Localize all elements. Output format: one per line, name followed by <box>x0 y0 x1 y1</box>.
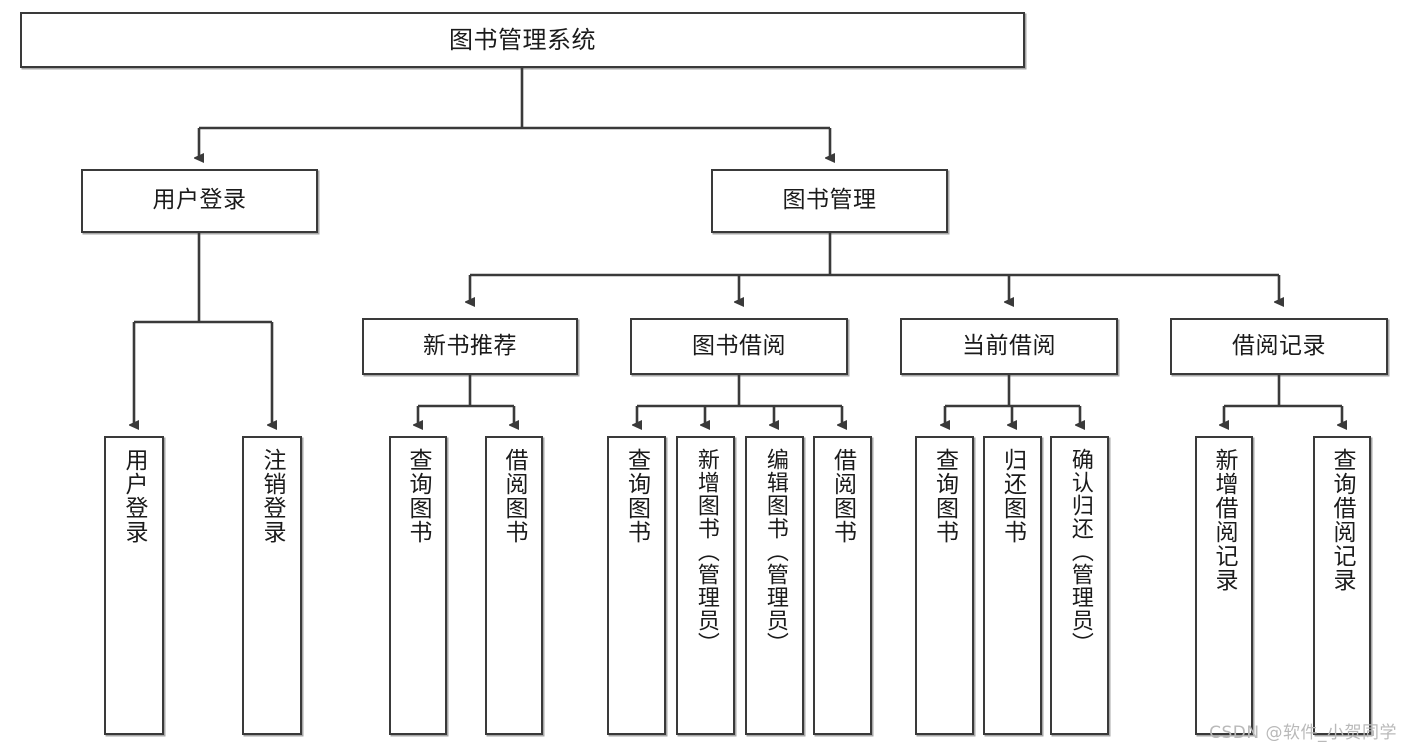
node-label: 借阅图书 <box>829 448 856 544</box>
node-leaf-query-borrow-record[interactable]: 查询借阅记录 <box>1313 436 1371 735</box>
csdn-watermark: CSDN @软件_小贺同学 <box>1209 723 1397 743</box>
node-label: 新增借阅记录 <box>1211 448 1238 592</box>
node-label: 图书管理 <box>782 187 877 214</box>
node-leaf-user-login[interactable]: 用户登录 <box>104 436 164 735</box>
node-label: 编辑图书（管理员） <box>762 448 788 655</box>
node-label: 查询图书 <box>405 448 432 544</box>
node-borrow-record[interactable]: 借阅记录 <box>1170 318 1388 375</box>
node-leaf-borrow-book-recommend[interactable]: 借阅图书 <box>485 436 543 735</box>
node-label: 新增图书（管理员） <box>693 448 719 655</box>
node-book-management[interactable]: 图书管理 <box>711 169 948 233</box>
node-label: 用户登录 <box>152 187 247 214</box>
node-label: 归还图书 <box>999 448 1026 544</box>
node-leaf-add-borrow-record[interactable]: 新增借阅记录 <box>1195 436 1253 735</box>
node-label: 注销登录 <box>259 448 286 544</box>
node-leaf-confirm-return-admin[interactable]: 确认归还（管理员） <box>1050 436 1109 735</box>
node-label: 查询图书 <box>623 448 650 544</box>
node-label: 借阅图书 <box>501 448 528 544</box>
node-leaf-borrow-book[interactable]: 借阅图书 <box>813 436 872 735</box>
node-leaf-logout[interactable]: 注销登录 <box>242 436 302 735</box>
node-leaf-return-book[interactable]: 归还图书 <box>983 436 1042 735</box>
node-label: 确认归还（管理员） <box>1067 448 1093 655</box>
node-book-borrow[interactable]: 图书借阅 <box>630 318 848 375</box>
node-leaf-edit-book-admin[interactable]: 编辑图书（管理员） <box>745 436 804 735</box>
node-label: 当前借阅 <box>962 332 1056 359</box>
node-label: 新书推荐 <box>423 332 517 359</box>
node-leaf-query-book-recommend[interactable]: 查询图书 <box>389 436 447 735</box>
node-current-borrow[interactable]: 当前借阅 <box>900 318 1118 375</box>
node-label: 图书管理系统 <box>449 25 596 54</box>
node-leaf-query-book-current[interactable]: 查询图书 <box>915 436 974 735</box>
node-user-login[interactable]: 用户登录 <box>81 169 318 233</box>
node-label: 图书借阅 <box>692 332 786 359</box>
node-new-book-recommend[interactable]: 新书推荐 <box>362 318 578 375</box>
node-label: 用户登录 <box>121 448 148 544</box>
node-leaf-query-book-borrow[interactable]: 查询图书 <box>607 436 666 735</box>
node-label: 借阅记录 <box>1232 332 1326 359</box>
node-label: 查询借阅记录 <box>1329 448 1356 592</box>
node-leaf-add-book-admin[interactable]: 新增图书（管理员） <box>676 436 735 735</box>
node-root-book-management-system[interactable]: 图书管理系统 <box>20 12 1025 68</box>
node-label: 查询图书 <box>931 448 958 544</box>
